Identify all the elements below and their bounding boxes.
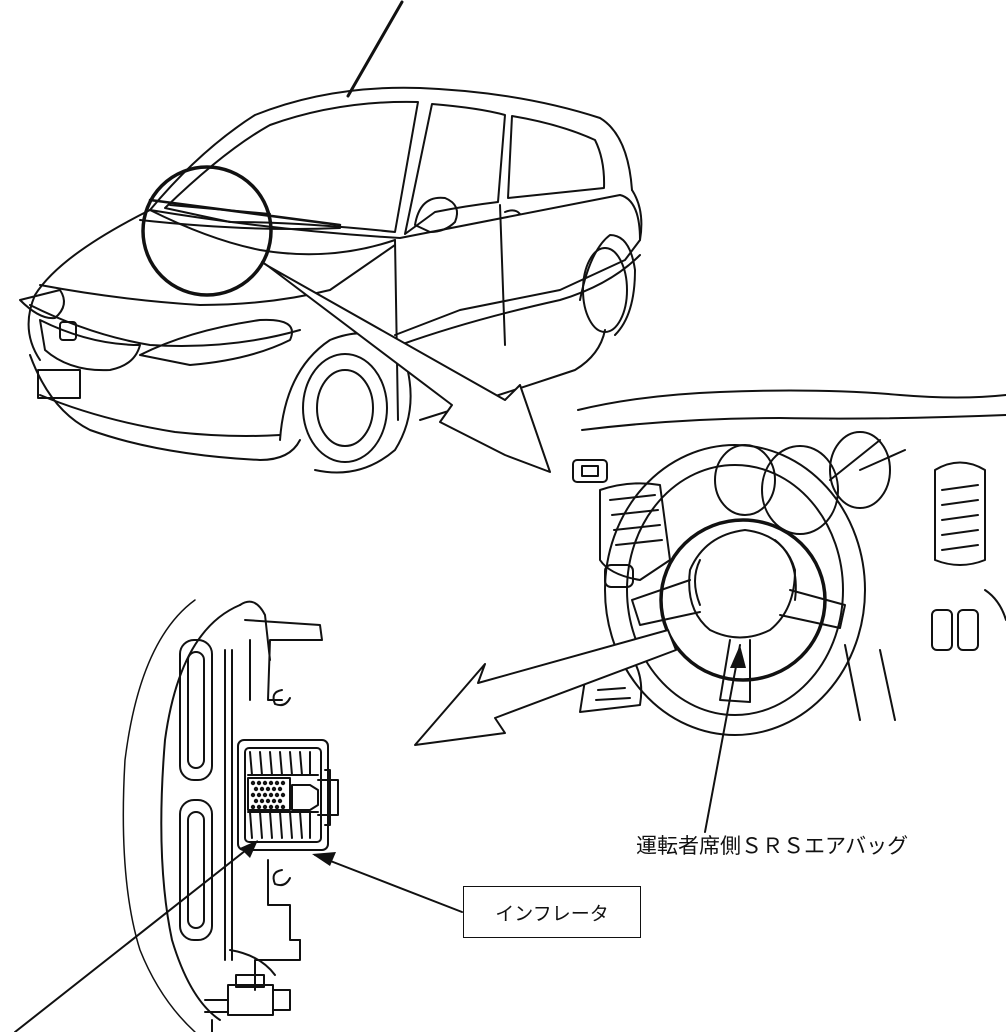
license-plate <box>37 369 81 399</box>
steering-hub-highlight-circle <box>659 518 827 682</box>
leader-airbag-caption <box>704 644 741 833</box>
propellant-pellets <box>250 780 286 810</box>
wiper-area-highlight-circle <box>141 165 273 297</box>
inflator-label-box: インフレータ <box>463 886 641 938</box>
brand-emblem <box>59 321 77 341</box>
antenna-line <box>346 0 404 98</box>
dashboard-drawing <box>572 389 1006 736</box>
leader-inflator <box>314 854 463 913</box>
arrow-car-to-dashboard <box>267 265 551 473</box>
leader-bottom-left <box>14 842 256 1032</box>
airbag-caption: 運転者席側ＳＲＳエアバッグ <box>636 834 909 858</box>
car-drawing <box>19 0 643 474</box>
airbag-module-drawing <box>122 599 339 1032</box>
arrow-steering-to-module <box>414 629 677 746</box>
